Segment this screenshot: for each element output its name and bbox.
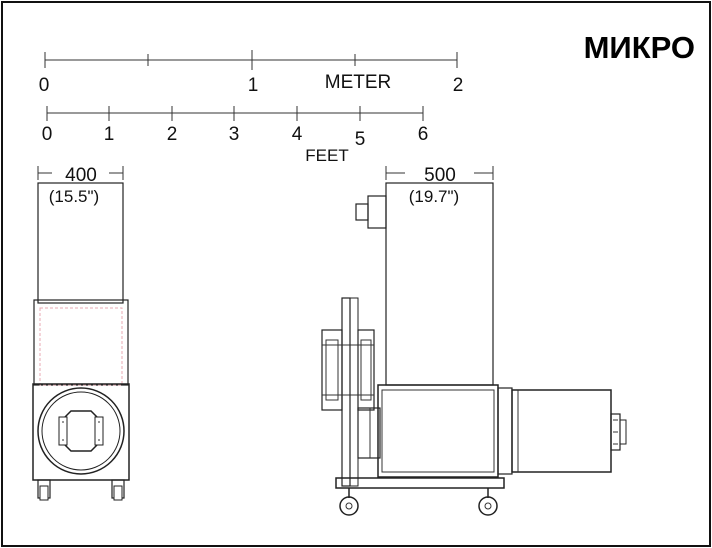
meter-tick-label: 1 (248, 75, 259, 96)
feet-tick-label: 3 (229, 124, 240, 145)
side-motor-left (321, 329, 343, 411)
side-motor-right (357, 329, 375, 411)
side-barrel-inner (381, 389, 495, 473)
side-motor-right-inner (360, 339, 372, 401)
front-width-in: (15.5") (49, 187, 99, 206)
side-caster-left (339, 496, 359, 516)
side-width-mm: 500 (424, 165, 456, 186)
meter-tick-label: 0 (39, 75, 50, 96)
drum-outer-circle (37, 387, 125, 475)
feet-tick-label: 2 (167, 124, 178, 145)
feet-tick-label: 5 (355, 129, 366, 150)
front-upper-body (37, 182, 124, 304)
drum-inner-circle (41, 391, 121, 471)
meter-scale: 0 1 2 METER (39, 50, 464, 96)
side-bearing-block (357, 407, 381, 459)
drawing-title: МИКРО (584, 30, 695, 65)
side-base-rail (335, 477, 505, 489)
feet-scale: 0 1 2 3 4 5 6 FEET (42, 106, 429, 165)
front-width-mm: 400 (65, 165, 97, 186)
front-lower-frame (32, 383, 130, 481)
front-caster-right-wheel (113, 485, 123, 501)
feet-tick-label: 6 (418, 124, 429, 145)
front-caster-left-wheel (39, 485, 49, 501)
front-view: 400 (15.5") (32, 165, 130, 501)
meter-tick-label: 2 (453, 75, 464, 96)
side-caster-right (478, 496, 498, 516)
side-caster-right-hub (484, 502, 492, 510)
feet-tick-label: 4 (292, 124, 303, 145)
side-knob-cap (355, 203, 369, 221)
side-caster-left-hub (345, 502, 353, 510)
meter-unit-label: METER (325, 72, 392, 93)
side-drum-cap (619, 419, 627, 445)
front-hidden-outline (39, 307, 123, 386)
feet-tick-label: 1 (104, 124, 115, 145)
side-motor-left-inner (325, 339, 339, 401)
drum-clamp-left (58, 416, 68, 446)
side-view: 500 (19.7") (321, 165, 627, 516)
drum-clamp-right (94, 416, 104, 446)
feet-unit-label: FEET (305, 146, 348, 165)
feet-tick-label: 0 (42, 124, 53, 145)
side-width-in: (19.7") (409, 187, 459, 206)
